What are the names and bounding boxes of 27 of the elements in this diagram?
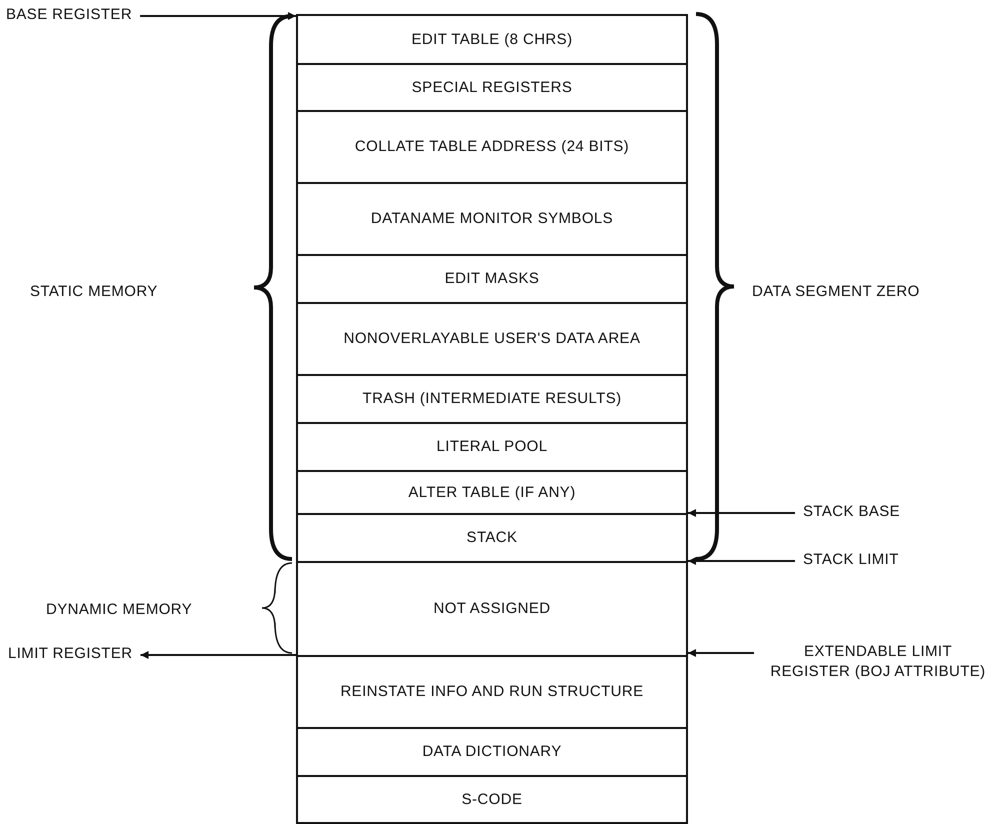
arrow <box>688 509 795 517</box>
register-label: BASE REGISTER <box>6 5 132 26</box>
memory-block: NONOVERLAYABLE USER'S DATA AREA <box>296 302 688 376</box>
memory-block: STACK <box>296 513 688 563</box>
memory-region-label: STATIC MEMORY <box>30 283 158 300</box>
memory-block: ALTER TABLE (IF ANY) <box>296 470 688 515</box>
register-label: LIMIT REGISTER <box>8 644 133 664</box>
memory-block: COLLATE TABLE ADDRESS (24 BITS) <box>296 110 688 184</box>
memory-block: NOT ASSIGNED <box>296 561 688 657</box>
memory-block: DATANAME MONITOR SYMBOLS <box>296 182 688 256</box>
memory-block: EDIT TABLE (8 CHRS) <box>296 14 688 65</box>
memory-block: TRASH (INTERMEDIATE RESULTS) <box>296 374 688 424</box>
memory-block: EDIT MASKS <box>296 254 688 304</box>
arrow <box>688 557 795 565</box>
arrow <box>140 651 296 659</box>
memory-block: DATA DICTIONARY <box>296 727 688 777</box>
register-label: STACK LIMIT <box>803 550 899 570</box>
memory-block: REINSTATE INFO AND RUN STRUCTURE <box>296 655 688 729</box>
register-label: STACK BASE <box>803 502 900 522</box>
memory-region-label: DYNAMIC MEMORY <box>46 601 192 618</box>
memory-block: LITERAL POOL <box>296 422 688 472</box>
memory-block: SPECIAL REGISTERS <box>296 63 688 112</box>
memory-block: S-CODE <box>296 775 688 824</box>
arrow <box>140 12 296 20</box>
register-label: EXTENDABLE LIMIT REGISTER (BOJ ATTRIBUTE) <box>762 642 994 682</box>
arrow <box>688 649 754 657</box>
memory-region-label: DATA SEGMENT ZERO <box>752 283 920 300</box>
